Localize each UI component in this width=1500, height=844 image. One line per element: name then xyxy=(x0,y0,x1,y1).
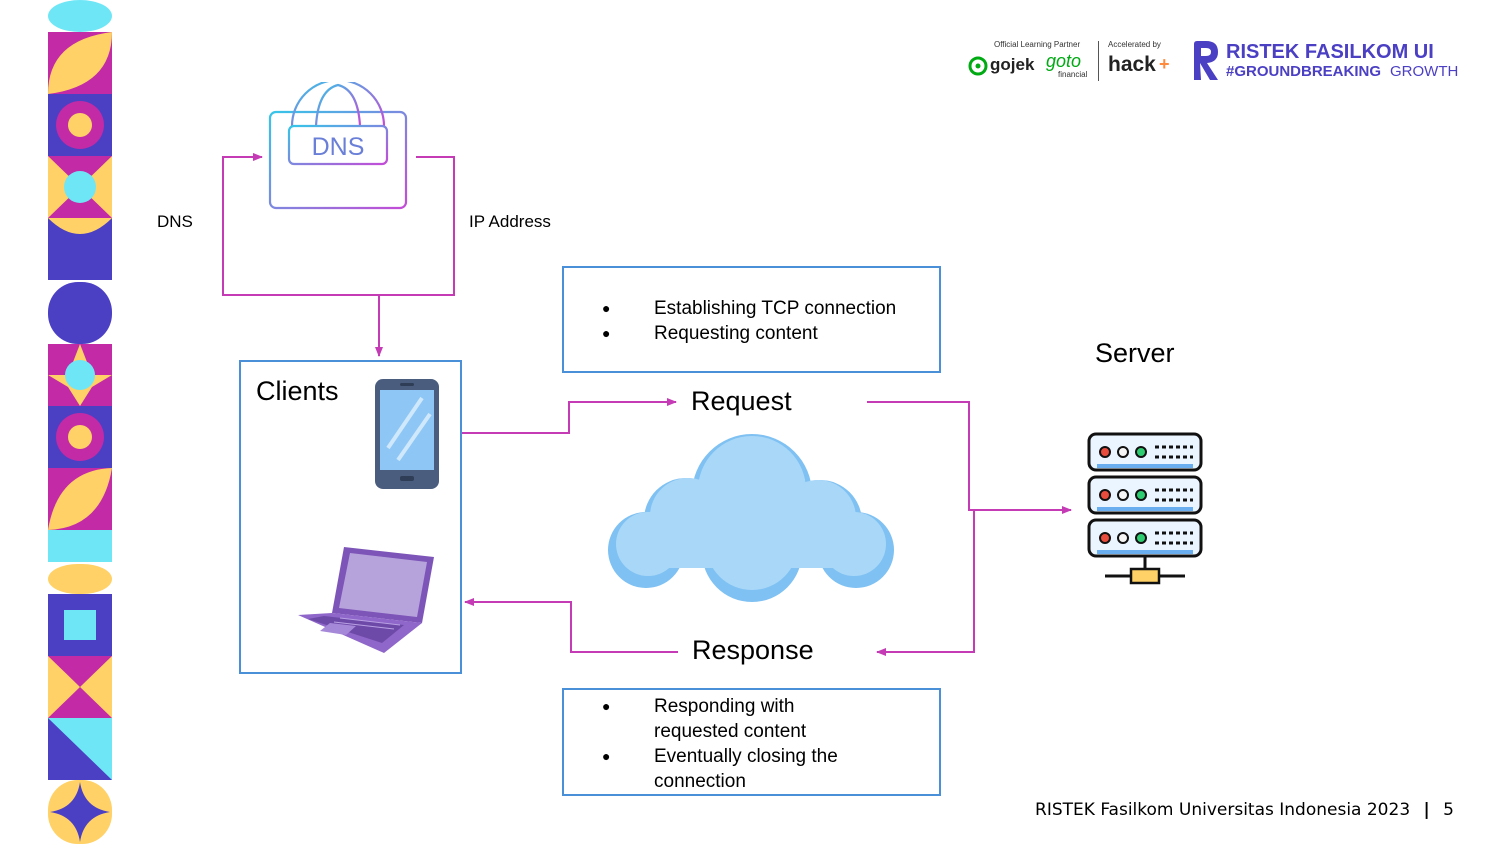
official-partner-text: Official Learning Partner xyxy=(994,40,1081,49)
response-label: Response xyxy=(692,635,814,665)
request-note-item: Requesting content xyxy=(564,321,939,346)
server-rack-icon xyxy=(1087,432,1203,585)
laptop-icon xyxy=(298,547,434,653)
gojek-wordmark: gojek xyxy=(990,55,1035,74)
page-number: 5 xyxy=(1443,800,1454,820)
footer-text: RISTEK Fasilkom Universitas Indonesia 20… xyxy=(1035,800,1411,820)
dns-monitor-text: DNS xyxy=(312,133,365,161)
server-to-response-arrow xyxy=(876,509,975,656)
ip-address-label: IP Address xyxy=(469,212,551,231)
clients-to-request-arrow xyxy=(462,398,677,434)
accelerated-by-text: Accelerated by xyxy=(1108,40,1161,49)
gojek-logo-icon xyxy=(968,56,988,76)
hack-plus-icon: + xyxy=(1159,54,1170,74)
response-to-clients-arrow xyxy=(464,598,678,653)
dns-loop-line xyxy=(222,153,379,296)
goto-financial-text: financial xyxy=(1058,70,1088,79)
footer-separator: | xyxy=(1423,800,1430,820)
hashtag-light: GROWTH xyxy=(1390,63,1459,80)
dns-monitor-icon: DNS xyxy=(268,82,408,233)
ip-loop-line xyxy=(379,156,455,296)
clients-label: Clients xyxy=(256,376,339,406)
decorative-side-strip xyxy=(48,0,112,844)
ristek-logo-icon xyxy=(1194,41,1218,80)
hashtag-bold: #GROUNDBREAKING xyxy=(1226,63,1382,80)
partner-divider xyxy=(1098,41,1099,81)
response-notes-box: Responding with requested content Eventu… xyxy=(562,688,941,796)
request-to-server-arrow xyxy=(867,401,1072,514)
dns-label: DNS xyxy=(157,212,193,231)
ristek-title: RISTEK FASILKOM UI xyxy=(1226,41,1434,63)
footer: RISTEK Fasilkom Universitas Indonesia 20… xyxy=(1035,800,1454,820)
server-label: Server xyxy=(1095,338,1175,368)
hack-wordmark: hack xyxy=(1108,53,1156,76)
response-notes-list: Responding with requested content Eventu… xyxy=(564,694,884,794)
response-note-item: Eventually closing the connection xyxy=(564,744,884,794)
smartphone-icon xyxy=(375,379,439,489)
request-notes-box: Establishing TCP connection Requesting c… xyxy=(562,266,941,373)
response-note-item: Responding with requested content xyxy=(564,694,884,744)
goto-wordmark: goto xyxy=(1046,51,1082,71)
internet-cloud-icon xyxy=(608,434,894,602)
request-label: Request xyxy=(691,386,792,416)
request-notes-list: Establishing TCP connection Requesting c… xyxy=(564,296,939,346)
request-note-item: Establishing TCP connection xyxy=(564,296,939,321)
partner-logos: Official Learning Partner gojek goto fin… xyxy=(968,36,1468,86)
